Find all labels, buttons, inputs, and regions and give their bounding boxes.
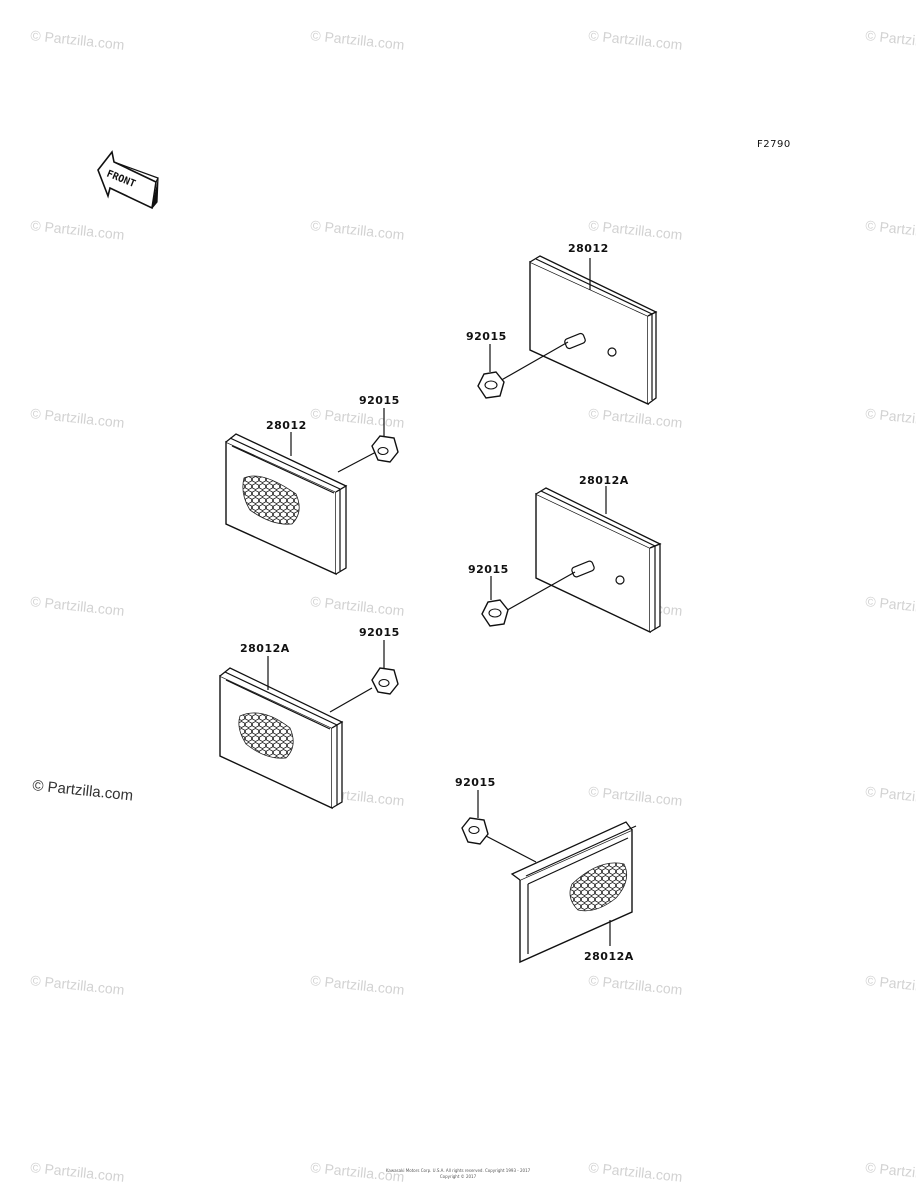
stud-bolt <box>564 332 586 350</box>
reflector-left-upper <box>225 433 348 576</box>
part-callout: 28012A <box>240 642 290 655</box>
part-callout: 28012A <box>584 950 634 963</box>
part-callout: 28012 <box>568 242 609 255</box>
leader-line <box>485 835 537 863</box>
footer-copyright-2: Copyright © 2017 <box>440 1174 477 1179</box>
footer-copyright: Kawasaki Motors Corp. U.S.A. All rights … <box>386 1168 531 1173</box>
flange-nut <box>371 435 399 463</box>
part-callout: 92015 <box>466 330 507 343</box>
part-callout: 92015 <box>455 776 496 789</box>
reflector-right-mid <box>535 487 662 634</box>
watermark-grid: © Partzilla.com © Partzilla.com © Partzi… <box>30 27 916 1185</box>
watermark: © Partzilla.com <box>30 972 125 998</box>
watermark: © Partzilla.com <box>865 972 916 998</box>
part-callout: 92015 <box>359 394 400 407</box>
leader-line <box>497 341 569 383</box>
watermark: © Partzilla.com <box>865 1159 916 1185</box>
figure-code: F2790 <box>757 139 791 150</box>
reflector-left-lower <box>219 667 344 810</box>
watermark: © Partzilla.com <box>865 27 916 53</box>
watermark: © Partzilla.com <box>310 405 405 431</box>
flange-nut <box>481 599 509 627</box>
watermark: © Partzilla.com <box>588 783 683 809</box>
part-callout: 92015 <box>468 563 509 576</box>
watermark: © Partzilla.com <box>310 217 405 243</box>
watermark: © Partzilla.com <box>30 593 125 619</box>
watermark: © Partzilla.com <box>310 593 405 619</box>
watermark: © Partzilla.com <box>310 27 405 53</box>
watermark: © Partzilla.com <box>865 593 916 619</box>
hole <box>607 347 617 357</box>
watermark: © Partzilla.com <box>588 1159 683 1185</box>
part-callout: 92015 <box>359 626 400 639</box>
reflector-lens-pattern <box>242 475 300 525</box>
watermark: © Partzilla.com <box>865 783 916 809</box>
flange-nut <box>461 817 489 845</box>
hole <box>615 575 625 585</box>
watermark: © Partzilla.com <box>588 405 683 431</box>
watermark: © Partzilla.com <box>588 27 683 53</box>
flange-nut <box>371 667 399 695</box>
front-arrow-icon: FRONT <box>97 150 159 210</box>
reflector-top-right <box>529 255 658 406</box>
leader-line <box>329 687 373 713</box>
reflector-bottom-right <box>510 821 637 964</box>
watermark: © Partzilla.com <box>30 1159 125 1185</box>
watermark: © Partzilla.com <box>588 217 683 243</box>
watermark: © Partzilla.com <box>30 405 125 431</box>
leader-line <box>337 451 377 473</box>
watermark-prominent: © Partzilla.com <box>32 777 134 804</box>
leader-line <box>503 571 576 613</box>
watermark: © Partzilla.com <box>30 27 125 53</box>
watermark: © Partzilla.com <box>588 972 683 998</box>
watermark: © Partzilla.com <box>30 217 125 243</box>
watermark: © Partzilla.com <box>865 405 916 431</box>
watermark: © Partzilla.com <box>310 972 405 998</box>
part-callout: 28012 <box>266 419 307 432</box>
reflector-lens-pattern <box>238 712 294 759</box>
flange-nut <box>477 371 505 399</box>
part-callout: 28012A <box>579 474 629 487</box>
reflector-lens-pattern <box>569 862 628 912</box>
watermark: © Partzilla.com <box>865 217 916 243</box>
